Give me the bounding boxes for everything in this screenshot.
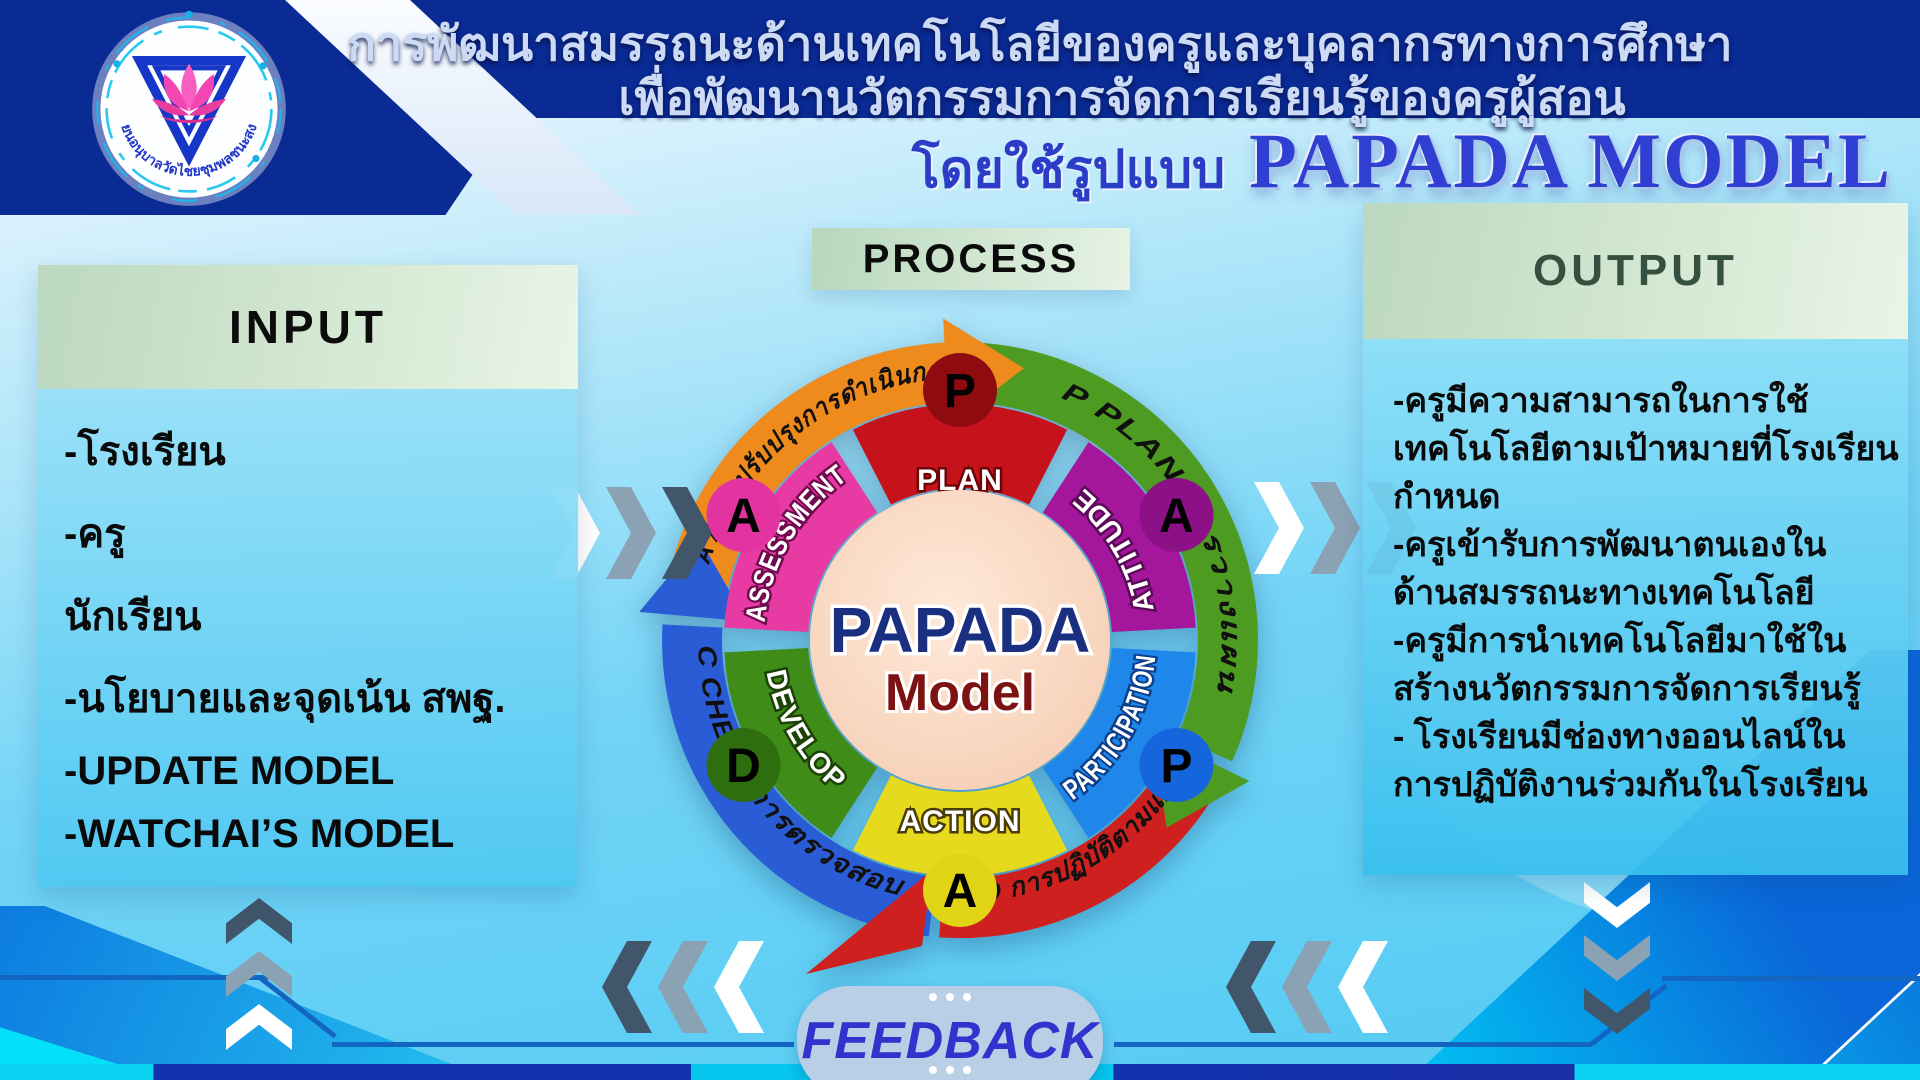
segment-attitude: [1042, 442, 1196, 632]
input-item: -นโยบายและจุดเน้น สพฐ.: [64, 677, 506, 722]
chevron-up-icon: [226, 951, 292, 997]
subtitle-row: โดยใช้รูปแบบ PAPADA MODEL: [912, 116, 1892, 210]
school-logo: โรงเรียนอนุบาลวัดไชยชุมพลชนะสงคราม: [86, 4, 286, 206]
badge-action-letter: A: [943, 865, 978, 918]
subtitle-prefix: โดยใช้รูปแบบ: [911, 141, 1226, 199]
input-panel: INPUT -โรงเรียน -ครู นักเรียน -นโยบายและ…: [38, 265, 578, 887]
badge-attitude: [1139, 478, 1214, 552]
chevron-down-icon: [1584, 935, 1650, 981]
badge-participation-letter: P: [1160, 740, 1192, 793]
chevron-left-icon: [658, 941, 708, 1033]
feedback-pill: FEEDBACK: [797, 986, 1103, 1080]
segment-action-label: ACTION: [900, 805, 1021, 838]
chevron-left-icon: [1338, 941, 1388, 1033]
tech-line-left-upper: [0, 975, 268, 980]
feedback-arrow-right: [1226, 941, 1388, 1033]
chevron-down-icon: [1584, 882, 1650, 928]
feedback-dots-top: [929, 993, 971, 1001]
chevron-up-icon: [226, 898, 292, 944]
input-panel-title: INPUT: [38, 265, 578, 389]
chevron-right-icon: [1310, 482, 1360, 574]
input-list: -โรงเรียน -ครู นักเรียน -นโยบายและจุดเน้…: [38, 389, 578, 887]
segment-plan: [852, 403, 1068, 505]
arrowhead-red: [806, 870, 932, 974]
badge-participation: [1139, 728, 1214, 802]
tech-line-right-upper: [1662, 976, 1920, 981]
chevron-down-icon: [1584, 988, 1650, 1034]
output-arrow-down: [1584, 882, 1650, 1034]
segment-participation: [1042, 648, 1196, 838]
chevron-up-icon: [226, 1004, 292, 1050]
output-line: -ครูมีความสามารถในการใช้: [1393, 382, 1809, 420]
center-subtitle: Model: [885, 664, 1035, 722]
chevron-right-icon: [662, 487, 712, 579]
badge-assessment-letter: A: [726, 490, 761, 543]
output-line: - โรงเรียนมีช่องทางออนไลน์ใน: [1393, 718, 1846, 756]
input-item: -UPDATE MODEL: [64, 748, 395, 793]
letter-badges: P A P A D A: [706, 353, 1214, 927]
input-item: -ครู: [64, 512, 126, 557]
feedback-label: FEEDBACK: [801, 1012, 1099, 1070]
badge-develop-letter: D: [726, 740, 761, 793]
papada-model-wheel: A ACT ปรับปรุงการดำเนินการ P PLAN การวาง…: [640, 300, 1258, 974]
chevron-left-icon: [714, 941, 764, 1033]
chevron-left-icon: [1282, 941, 1332, 1033]
output-panel: OUTPUT -ครูมีความสามารถในการใช้ เทคโนโลย…: [1363, 203, 1908, 875]
poster-title-line2: เพื่อพัฒนานวัตกรรมการจัดการเรียนรู้ของคร…: [618, 71, 1626, 124]
arrowhead-blue: [640, 538, 747, 622]
segment-develop: [724, 648, 878, 838]
bottom-left-decoration: [0, 860, 560, 1080]
output-panel-title: OUTPUT: [1363, 203, 1908, 339]
badge-develop: [706, 728, 781, 802]
logo-lotus: [151, 63, 227, 123]
segment-action: [852, 775, 1068, 877]
arc-check: [662, 624, 936, 937]
output-line: ด้านสมรรถนะทางเทคโนโลยี: [1393, 574, 1815, 612]
process-panel-title: PROCESS: [812, 228, 1130, 290]
badge-attitude-letter: A: [1159, 490, 1194, 543]
output-line: สร้างนวัตกรรมการจัดการเรียนรู้: [1393, 670, 1861, 708]
output-line: -ครูมีการนำเทคโนโลยีมาใช้ใน: [1393, 622, 1847, 660]
chevron-right-icon: [1254, 482, 1304, 574]
feedback-dots-bottom: [929, 1066, 971, 1074]
feedback-arrow-left: [602, 941, 764, 1033]
badge-assessment: [706, 478, 781, 552]
input-item: -โรงเรียน: [64, 430, 226, 474]
poster-title-line1: การพัฒนาสมรรถนะด้านเทคโนโลยีของครูและบุค…: [347, 17, 1733, 70]
badge-plan: [923, 353, 997, 427]
output-line: กำหนด: [1393, 478, 1501, 516]
center-circle: [810, 490, 1110, 790]
tech-line-left-lower: [332, 1042, 794, 1047]
feedback-arrow-up: [226, 898, 292, 1050]
center-title: PAPADA: [830, 594, 1091, 666]
input-item: นักเรียน: [64, 594, 202, 639]
badge-plan-letter: P: [944, 365, 976, 418]
output-line: การปฏิบัติงานร่วมกันในโรงเรียน: [1393, 766, 1868, 804]
output-line: -ครูเข้ารับการพัฒนาตนเองใน: [1393, 526, 1827, 564]
input-item: -WATCHAI’S MODEL: [64, 811, 455, 856]
model-name-heading: PAPADA MODEL: [1249, 117, 1892, 204]
chevron-right-icon: [606, 487, 656, 579]
output-line: เทคโนโลยีตามเป้าหมายที่โรงเรียน: [1393, 430, 1899, 468]
output-list: -ครูมีความสามารถในการใช้ เทคโนโลยีตามเป้…: [1363, 339, 1908, 875]
segment-assessment: [724, 442, 878, 632]
chevron-left-icon: [1226, 941, 1276, 1033]
badge-action: [923, 853, 997, 927]
tech-line-right-lower: [1114, 1042, 1592, 1047]
chevron-left-icon: [602, 941, 652, 1033]
